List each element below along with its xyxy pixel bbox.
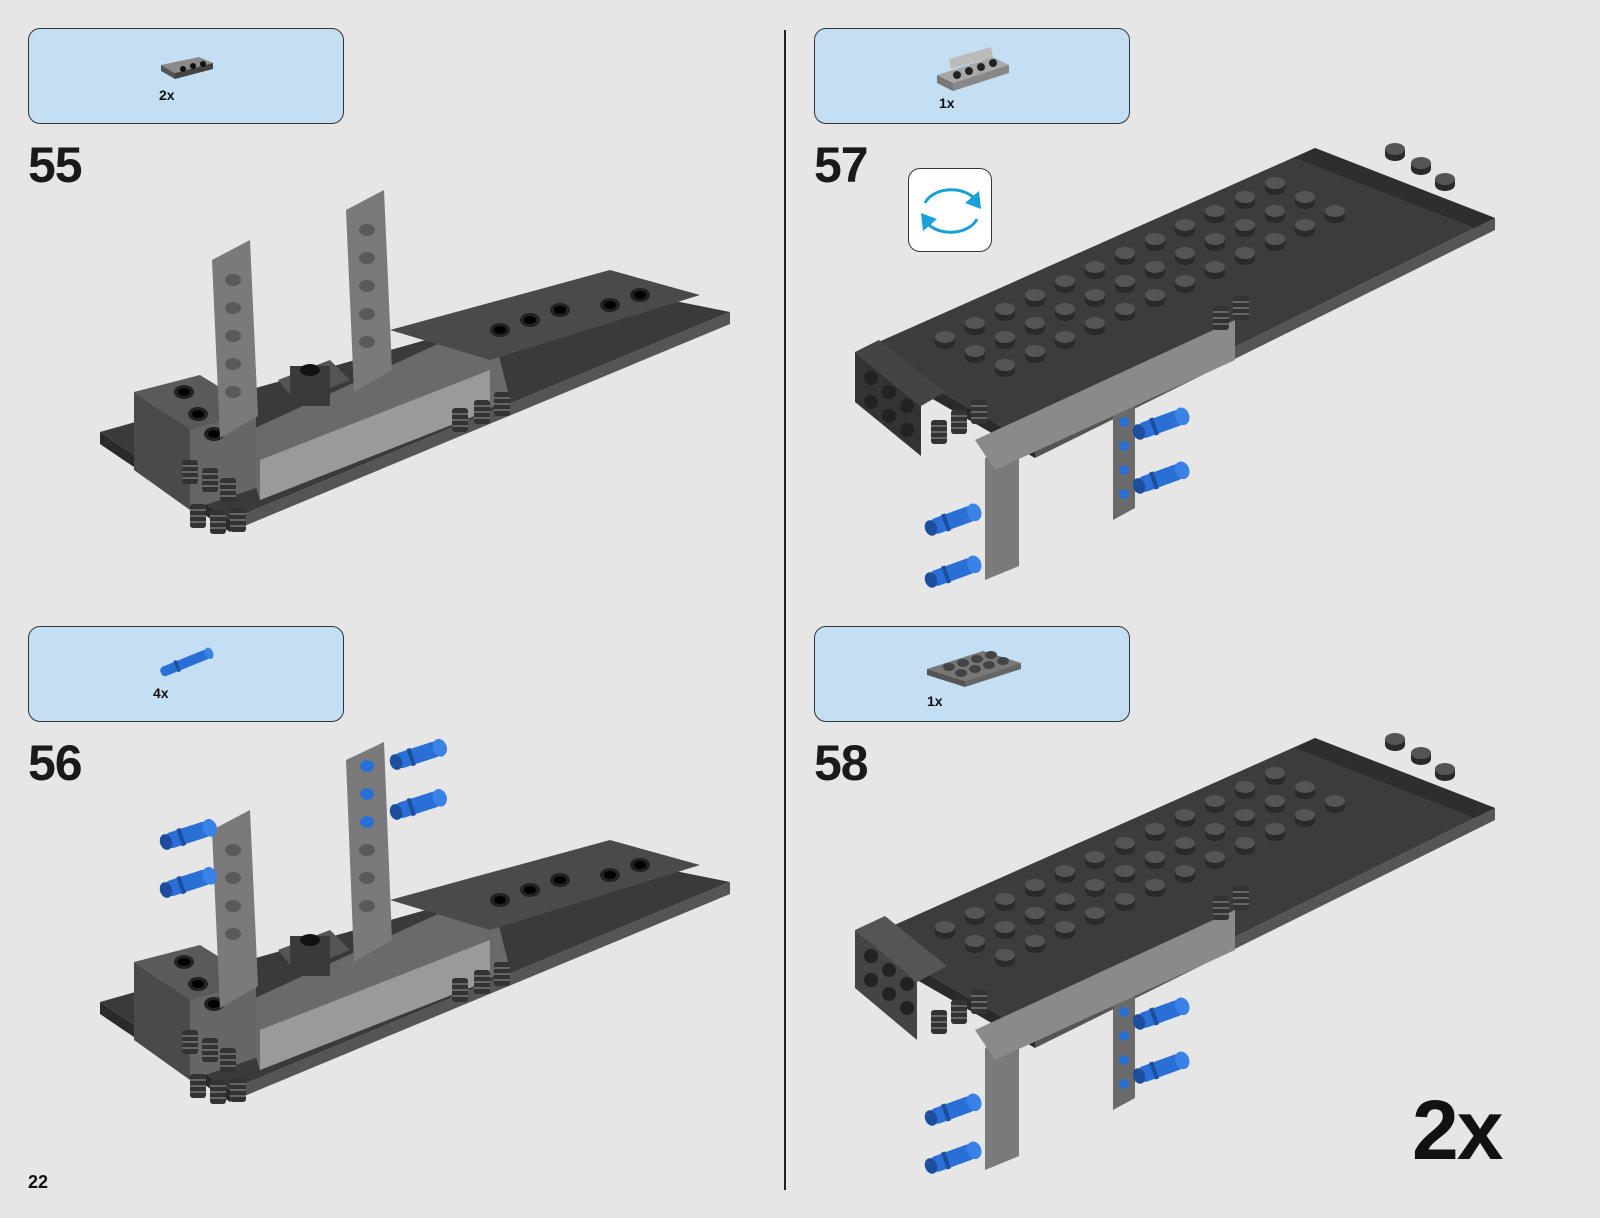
quantity-label: 1x	[939, 95, 955, 111]
quantity-label: 4x	[153, 685, 169, 701]
plate-2x4-icon	[925, 649, 1023, 689]
bracket-plate-icon	[935, 47, 1011, 93]
page-number: 22	[28, 1172, 48, 1193]
step-number: 55	[28, 140, 82, 190]
column-divider	[784, 30, 786, 1190]
axle-pin-icon	[153, 647, 217, 679]
quantity-label: 2x	[159, 87, 175, 103]
model-step-57	[855, 140, 1515, 610]
bracket-icon	[159, 55, 215, 83]
parts-callout-step-55: 2x	[28, 28, 344, 124]
model-step-55	[90, 180, 740, 560]
model-step-56	[90, 730, 740, 1130]
parts-callout-step-57: 1x	[814, 28, 1130, 124]
parts-callout-step-56: 4x	[28, 626, 344, 722]
step-number: 56	[28, 738, 82, 788]
quantity-label: 1x	[927, 693, 943, 709]
build-multiplier: 2x	[1412, 1088, 1501, 1172]
parts-callout-step-58: 1x	[814, 626, 1130, 722]
